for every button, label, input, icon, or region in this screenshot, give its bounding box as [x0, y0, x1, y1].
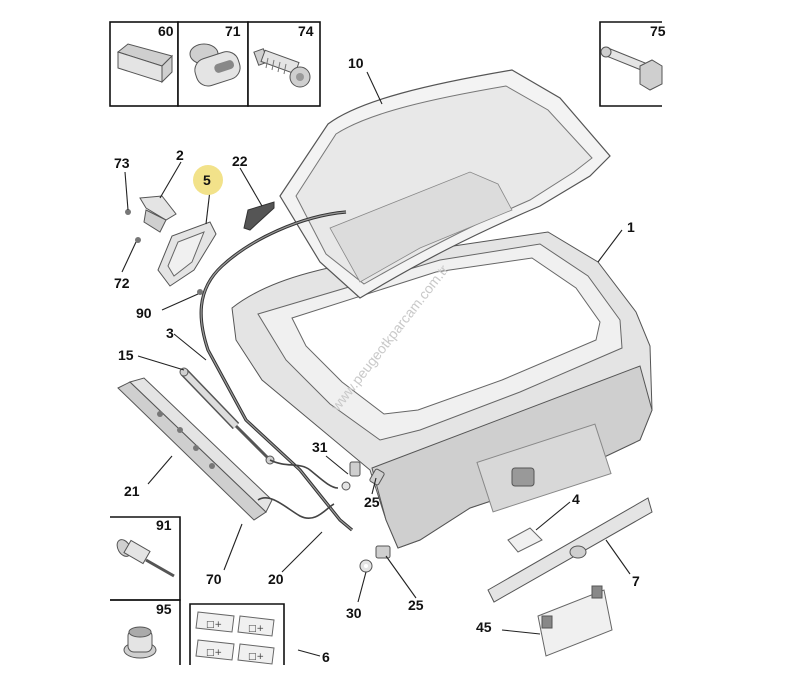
svg-text:74: 74 — [298, 23, 314, 39]
callout-20[interactable]: 20 — [268, 571, 284, 587]
callout-2[interactable]: 2 — [176, 147, 184, 163]
callout-4[interactable]: 4 — [572, 491, 580, 507]
label-sticker-icon: □+ □+ □+ □+ — [195, 611, 275, 665]
callout-73[interactable]: 73 — [114, 155, 130, 171]
callout-25-upper[interactable]: 25 — [364, 494, 380, 510]
bracket-4[interactable] — [507, 527, 543, 553]
callout-7[interactable]: 7 — [632, 573, 640, 589]
svg-text:95: 95 — [156, 601, 172, 617]
svg-text:□+: □+ — [206, 620, 222, 630]
callout-5-highlight[interactable]: 5 — [193, 165, 223, 195]
clip-fastener-icon — [189, 43, 241, 87]
rivet-icon — [116, 539, 175, 578]
rear-window-glass[interactable] — [279, 69, 611, 299]
callout-31[interactable]: 31 — [312, 439, 328, 455]
callout-90[interactable]: 90 — [136, 305, 152, 321]
buffer-25-upper[interactable] — [369, 468, 385, 486]
svg-text:75: 75 — [650, 23, 666, 39]
label-plate-box[interactable]: □+ □+ □+ □+ — [189, 603, 285, 665]
weather-seal[interactable] — [199, 210, 354, 532]
inset-box-71[interactable]: 71 — [177, 21, 249, 107]
interior-trim-21[interactable] — [117, 377, 273, 521]
callout-1[interactable]: 1 — [627, 219, 635, 235]
callout-10[interactable]: 10 — [348, 55, 364, 71]
release-cable[interactable] — [257, 459, 339, 519]
callout-6[interactable]: 6 — [322, 649, 330, 665]
gas-strut[interactable] — [179, 367, 275, 465]
foam-pad-icon — [116, 43, 173, 84]
svg-text:60: 60 — [158, 23, 174, 39]
flange-bolt-icon — [600, 46, 663, 91]
callout-15[interactable]: 15 — [118, 347, 134, 363]
inset-box-75[interactable]: 75 — [599, 21, 666, 107]
callout-70[interactable]: 70 — [206, 571, 222, 587]
bolt-nut-icon — [253, 48, 311, 88]
buffer-25-lower[interactable] — [375, 545, 391, 559]
buffer-31[interactable] — [341, 461, 361, 491]
callout-5[interactable]: 5 — [203, 172, 211, 188]
washer-30[interactable] — [359, 559, 373, 573]
hinge-2[interactable] — [125, 195, 177, 243]
bracket-5[interactable] — [157, 221, 217, 295]
callout-22[interactable]: 22 — [232, 153, 248, 169]
svg-text:91: 91 — [156, 517, 172, 533]
plate-holder-45[interactable] — [537, 585, 613, 657]
svg-text:□+: □+ — [248, 624, 264, 634]
inset-box-91[interactable]: 91 — [110, 516, 181, 601]
callout-25-lower[interactable]: 25 — [408, 597, 424, 613]
callout-30[interactable]: 30 — [346, 605, 362, 621]
trim-strip-7[interactable] — [487, 497, 653, 603]
svg-text:□+: □+ — [206, 648, 222, 658]
callout-21[interactable]: 21 — [124, 483, 140, 499]
callout-45[interactable]: 45 — [476, 619, 492, 635]
callout-72[interactable]: 72 — [114, 275, 130, 291]
inset-box-95[interactable]: 95 — [110, 599, 181, 665]
leader-lines — [121, 71, 631, 657]
brand-emblem — [511, 467, 535, 487]
trim-strip-22[interactable] — [243, 201, 275, 231]
inset-box-74[interactable]: 74 — [247, 21, 321, 107]
svg-text:□+: □+ — [248, 652, 264, 662]
grommet-icon — [123, 626, 157, 659]
inset-box-60[interactable]: 60 — [109, 21, 179, 107]
tailgate-panel[interactable] — [231, 231, 653, 549]
svg-text:71: 71 — [225, 23, 241, 39]
callout-3[interactable]: 3 — [166, 325, 174, 341]
